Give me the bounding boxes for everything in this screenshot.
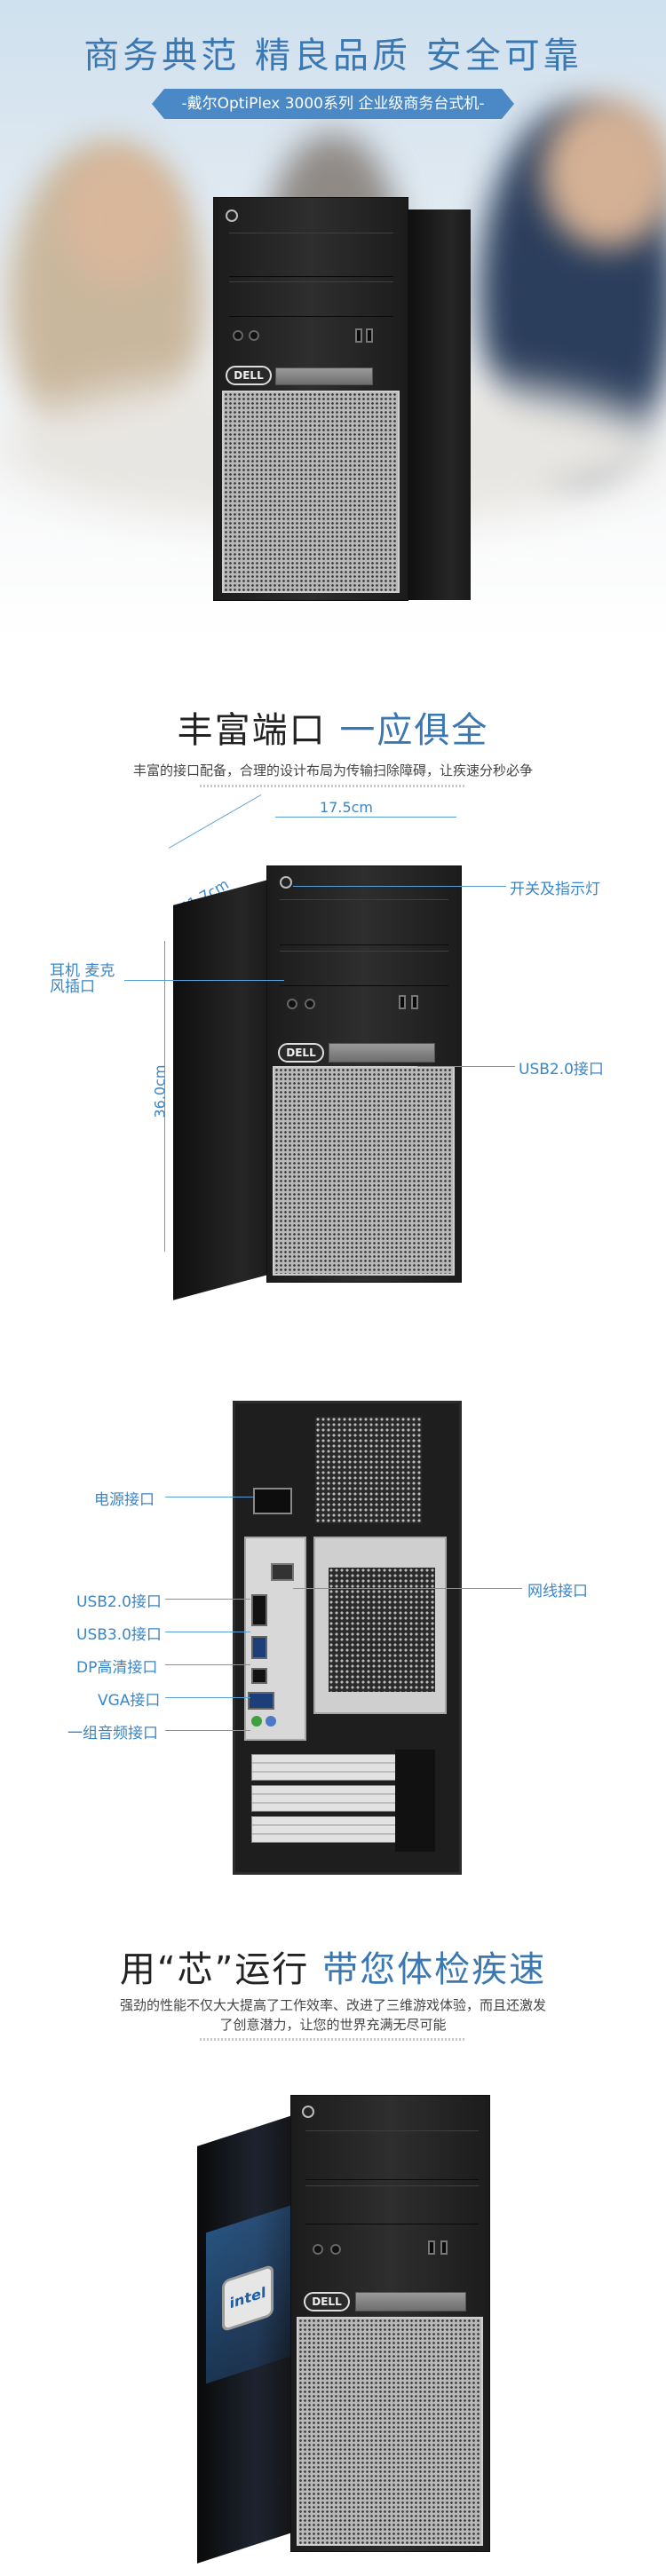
rear-dp-leader: [165, 1664, 250, 1665]
rear-dp-label: DP高清接口: [76, 1659, 158, 1677]
usb-leader-line: [417, 1066, 515, 1067]
rear-power-port-label: 电源接口: [94, 1491, 155, 1509]
rear-network-leader: [293, 1588, 522, 1589]
rear-vga-leader: [165, 1697, 250, 1698]
rear-panel-image: [233, 1401, 462, 1875]
dell-logo: DELL: [278, 1043, 324, 1063]
hero-banner: 商务典范 精良品质 安全可靠 -戴尔OptiPlex 3000系列 企业级商务台…: [0, 0, 666, 639]
power-socket: [253, 1488, 292, 1514]
cpu-title-black: 用“芯”运行: [119, 1949, 310, 1990]
rear-network-label: 网线接口: [527, 1583, 588, 1600]
rear-usb2-label: USB2.0接口: [76, 1593, 162, 1611]
rj45-port: [271, 1563, 294, 1581]
cpu-fine-print: [200, 2038, 466, 2041]
rear-audio-leader: [165, 1730, 250, 1731]
height-dimension: 36.0cm: [151, 1064, 169, 1118]
ports-fine-print: [200, 785, 466, 787]
cpu-subtitle-line2: 了创意潜力，让您的世界充满无尽可能: [219, 2017, 447, 2033]
ports-title-blue: 一应俱全: [339, 710, 489, 751]
rear-audio-label: 一组音频接口: [67, 1725, 158, 1742]
height-dimension-line: [164, 941, 165, 1252]
front-tower-image: DELL: [173, 865, 462, 1309]
rear-usb3-label: USB3.0接口: [76, 1626, 162, 1644]
cpu-title-blue: 带您体检疾速: [322, 1949, 547, 1990]
hero-subtitle-ribbon: -戴尔OptiPlex 3000系列 企业级商务台式机-: [152, 89, 514, 119]
cpu-subtitle-line1: 强劲的性能不仅大大提高了工作效率、改进了三维游戏体验，而且还激发: [119, 1997, 546, 2013]
width-dimension-line: [275, 817, 456, 818]
cpu-section-title: 用“芯”运行 带您体检疾速: [0, 1940, 666, 1992]
dell-logo: DELL: [226, 366, 272, 385]
background-person-face: [62, 151, 178, 284]
ports-title-black: 丰富端口: [177, 710, 327, 751]
front-usb-label: USB2.0接口: [519, 1061, 604, 1079]
depth-dimension-line: [168, 794, 262, 849]
dell-logo: DELL: [304, 2292, 350, 2311]
power-leader-line: [293, 886, 506, 887]
audio-leader-line: [124, 980, 284, 981]
power-button-label: 开关及指示灯: [510, 881, 600, 898]
width-dimension: 17.5cm: [320, 799, 374, 816]
rear-usb2-leader: [165, 1599, 250, 1600]
cpu-tower-image: intel DELL: [197, 2095, 490, 2570]
ports-section-title: 丰富端口 一应俱全: [0, 701, 666, 753]
hero-tower-image: DELL: [213, 197, 471, 605]
audio-jack-label: 耳机 麦克 风插口: [50, 962, 115, 996]
hero-title: 商务典范 精良品质 安全可靠: [83, 36, 583, 76]
background-person-right-face: [542, 98, 666, 249]
rear-vga-label: VGA接口: [98, 1692, 161, 1710]
ports-section-subtitle: 丰富的接口配备，合理的设计布局为传输扫除障碍，让疾速分秒必争: [132, 763, 533, 778]
